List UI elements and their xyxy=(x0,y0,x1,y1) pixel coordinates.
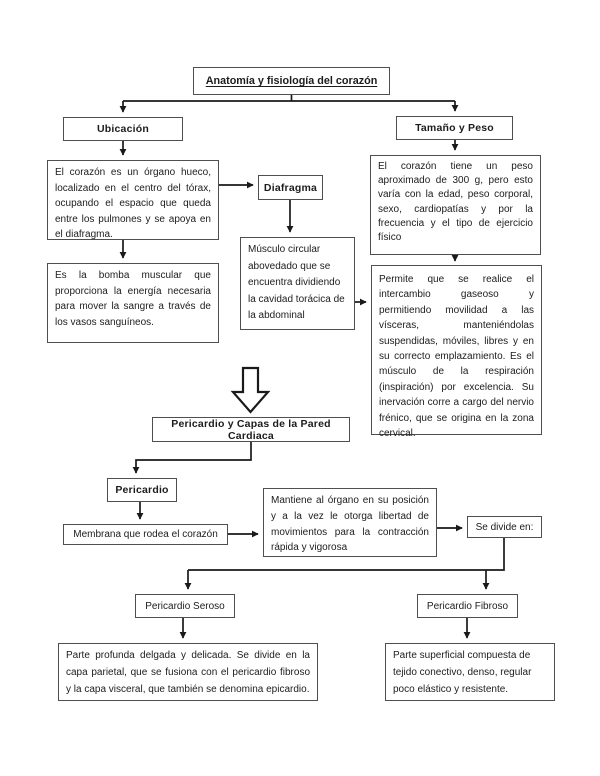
node-se-divide: Se divide en: xyxy=(467,516,542,538)
node-bomba-desc: Es la bomba muscular que proporciona la … xyxy=(47,263,219,343)
node-ubicacion-desc: El corazón es un órgano hueco, localizad… xyxy=(47,160,219,240)
node-pericardio: Pericardio xyxy=(107,478,177,502)
node-pericardio-fibroso: Pericardio Fibroso xyxy=(417,594,518,618)
node-seroso-desc: Parte profunda delgada y delicada. Se di… xyxy=(58,643,318,701)
node-tamano-peso: Tamaño y Peso xyxy=(396,116,513,140)
page-title: Anatomía y fisiología del corazón xyxy=(205,75,378,87)
node-fibroso-desc: Parte superficial compuesta de tejido co… xyxy=(385,643,555,701)
node-diafragma-desc: Músculo circular abovedado que se encuen… xyxy=(240,237,355,330)
node-pericardio-seroso: Pericardio Seroso xyxy=(135,594,235,618)
node-pericardio-capas: Pericardio y Capas de la Pared Cardiaca xyxy=(152,417,350,442)
double-outline-arrow-down-icon xyxy=(230,366,271,414)
node-mantiene: Mantiene al órgano en su posición y a la… xyxy=(263,488,437,557)
node-peso-desc: El corazón tiene un peso aproximado de 3… xyxy=(370,155,541,255)
title-node: Anatomía y fisiología del corazón xyxy=(193,67,390,95)
node-ubicacion: Ubicación xyxy=(63,117,183,141)
node-diafragma-funcion: Permite que se realice el intercambio ga… xyxy=(371,265,542,439)
node-diafragma: Diafragma xyxy=(258,175,323,200)
node-membrana: Membrana que rodea el corazón xyxy=(63,524,228,545)
